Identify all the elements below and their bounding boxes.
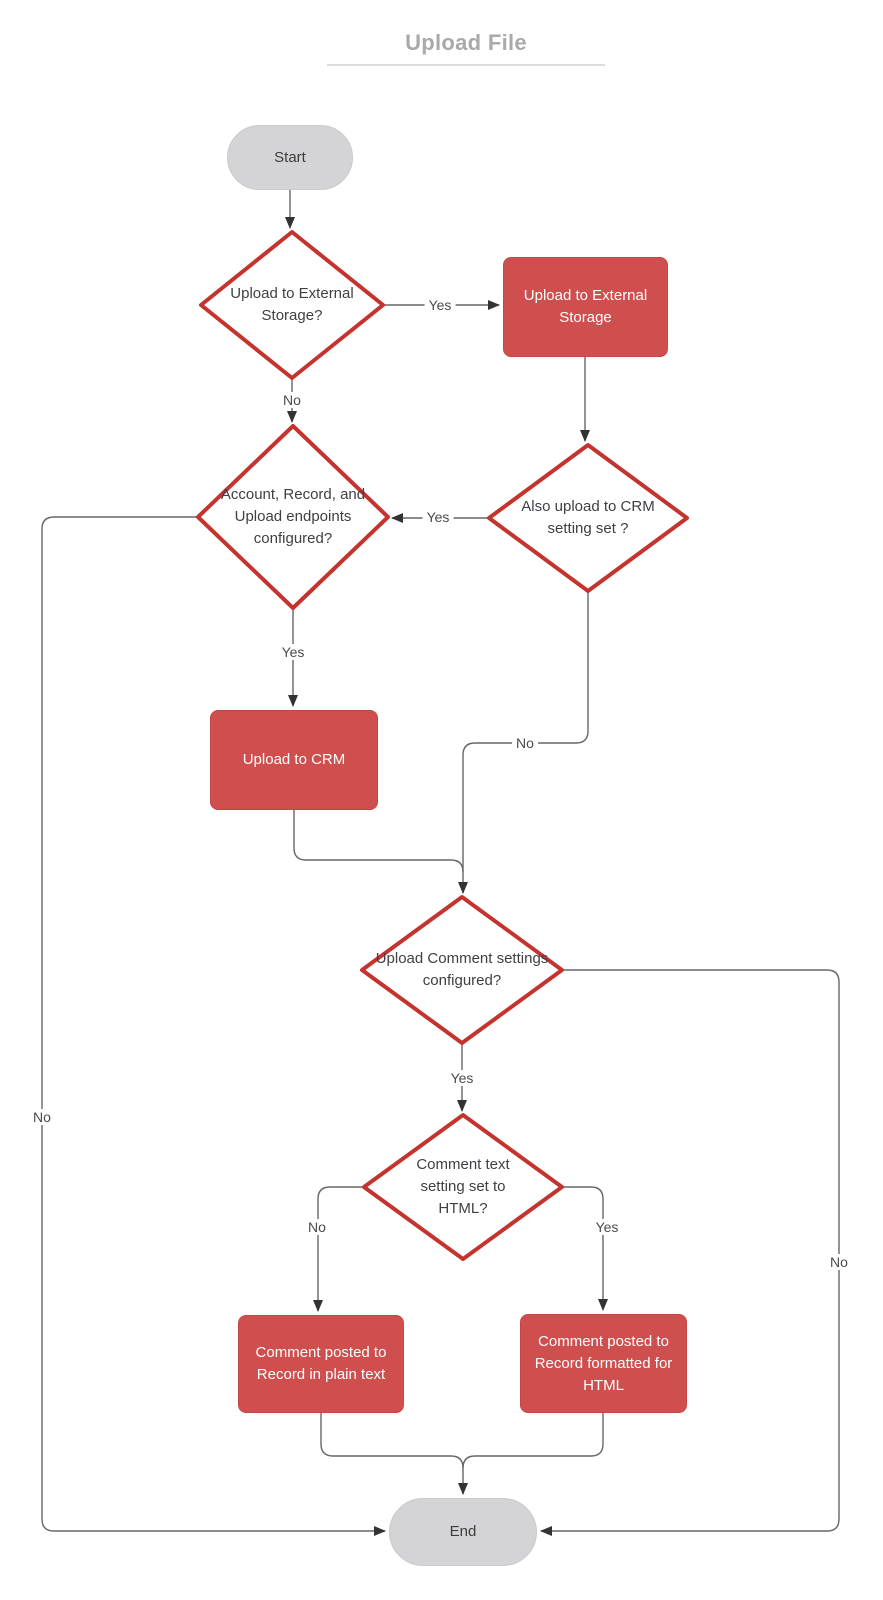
edge-label-comment-settings-no: No	[826, 1254, 852, 1270]
edge-comment-settings-no-to-end	[540, 969, 840, 1536]
end-node: End	[389, 1498, 537, 1566]
edge-label-comment-html-yes: Yes	[591, 1219, 623, 1235]
edge-comment-html-yes	[562, 1186, 608, 1311]
edge-label-crm-setting-no: No	[512, 735, 538, 751]
process-html-label: Comment posted to Record formatted for H…	[534, 1332, 673, 1394]
edge-plain-text-to-end	[320, 1413, 468, 1495]
decision-endpoints-shape	[196, 424, 390, 610]
process-upload-crm-node: Upload to CRM	[210, 710, 378, 810]
edge-upload-crm-to-merge	[293, 810, 464, 873]
decision-external-storage-label: Upload to External Storage?	[230, 285, 354, 324]
decision-external-storage-shape	[199, 230, 385, 380]
edge-label-external-yes: Yes	[424, 297, 456, 313]
title-underline	[327, 64, 605, 66]
decision-endpoints-label: Account, Record, and Upload endpoints co…	[220, 486, 366, 547]
start-label: Start	[274, 148, 306, 166]
start-node: Start	[227, 125, 353, 190]
decision-comment-html-shape	[362, 1113, 564, 1261]
process-upload-external-label: Upload to External Storage	[523, 287, 648, 326]
process-upload-external-node: Upload to External Storage	[503, 257, 668, 357]
edge-label-endpoints-yes: Yes	[277, 644, 309, 660]
edge-endpoints-no-to-end	[41, 516, 386, 1536]
decision-crm-setting-label: Also upload to CRM setting set ?	[521, 498, 655, 537]
edge-html-to-end-merge	[462, 1413, 604, 1469]
diagram-title: Upload File	[405, 30, 527, 55]
edge-label-endpoints-no: No	[29, 1109, 55, 1125]
edge-comment-html-no	[313, 1186, 364, 1312]
process-plain-text-node: Comment posted to Record in plain text	[238, 1315, 404, 1413]
process-html-node: Comment posted to Record formatted for H…	[520, 1314, 687, 1413]
decision-comment-settings-shape	[360, 895, 564, 1045]
decision-comment-settings-label: Upload Comment settings configured?	[375, 950, 549, 989]
edge-label-external-no: No	[279, 392, 305, 408]
decision-comment-html-label: Comment text setting set to HTML?	[416, 1156, 510, 1217]
edge-label-comment-settings-yes: Yes	[446, 1070, 478, 1086]
end-label: End	[449, 1523, 477, 1540]
diagram-header: Upload File	[327, 30, 605, 66]
edge-label-crm-setting-yes: Yes	[422, 509, 454, 525]
decision-crm-setting-shape	[487, 443, 689, 593]
process-plain-text-label: Comment posted to Record in plain text	[255, 1344, 387, 1383]
edge-label-comment-html-no: No	[304, 1219, 330, 1235]
process-upload-crm-label: Upload to CRM	[242, 751, 346, 768]
